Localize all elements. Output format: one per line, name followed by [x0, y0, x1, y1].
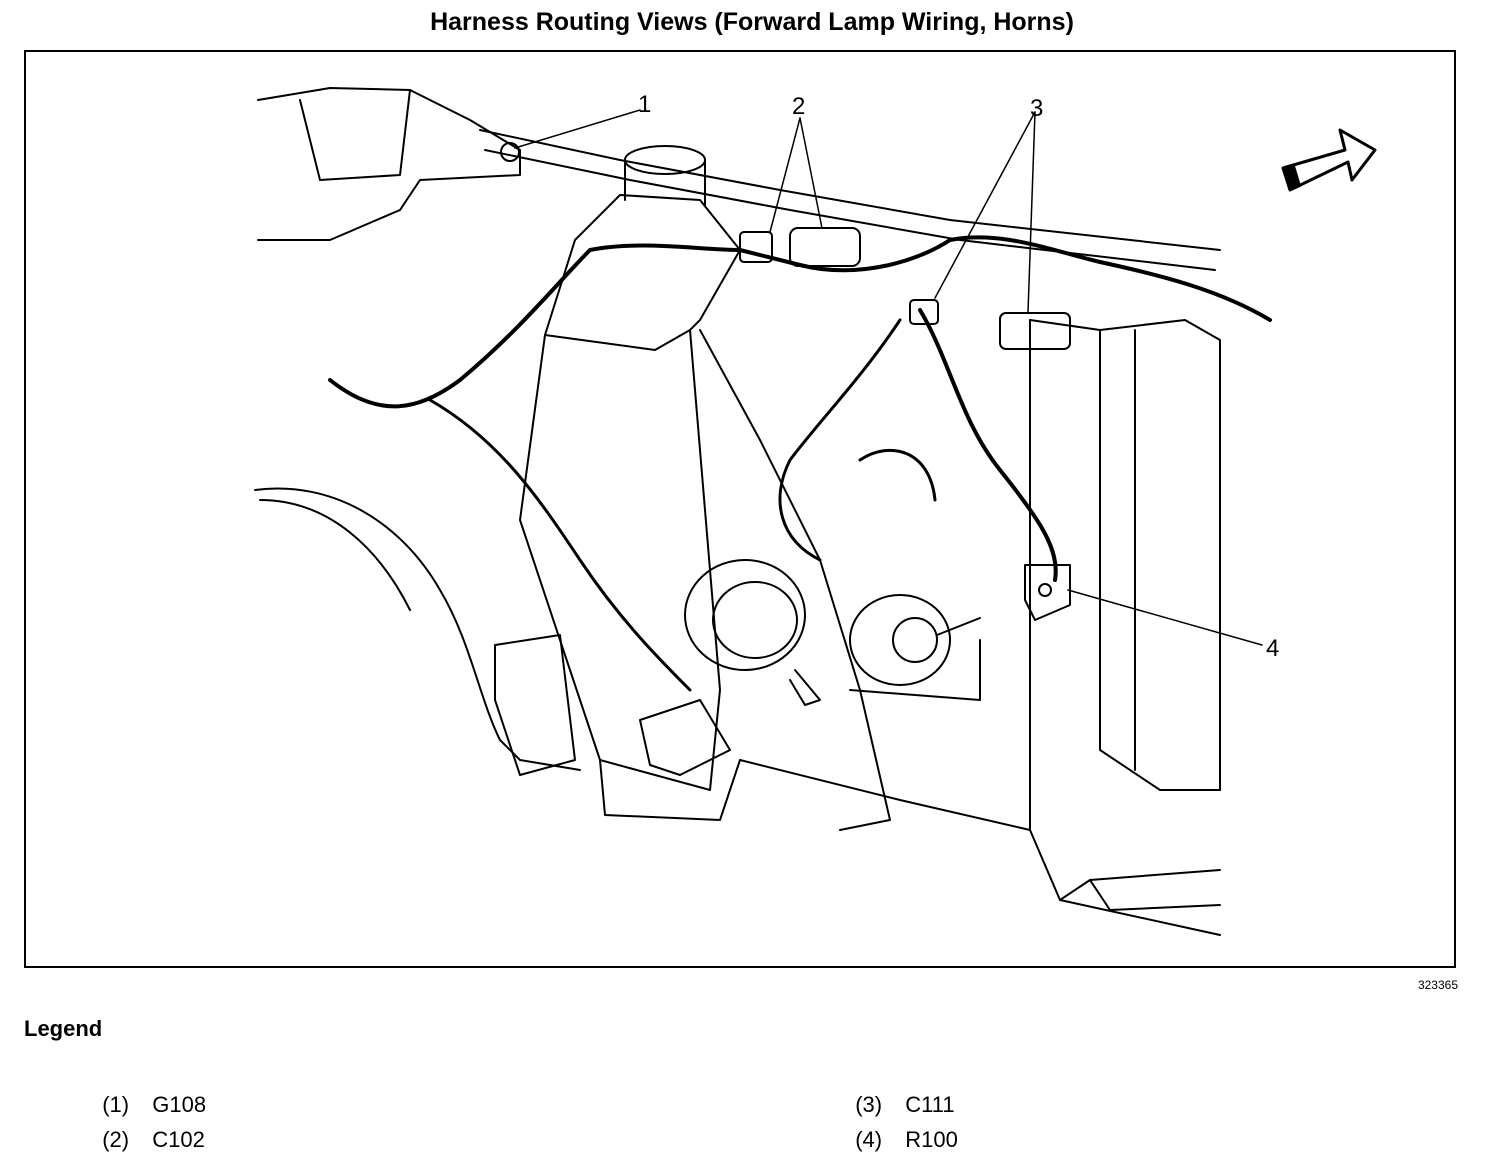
callout-1: 1 — [638, 91, 651, 118]
radiator-support-upper — [479, 129, 1221, 251]
figure-number: 323365 — [1417, 978, 1458, 992]
legend-item: (2)C102 — [90, 1101, 205, 1153]
legend-item-number: (4) — [855, 1127, 883, 1152]
ground-g108 — [500, 142, 520, 162]
callout-2: 2 — [792, 93, 805, 120]
connector-c102-b — [789, 227, 861, 267]
reservoir-cap — [624, 145, 706, 175]
wheel-arch — [254, 487, 581, 771]
page-title: Harness Routing Views (Forward Lamp Wiri… — [430, 8, 1074, 36]
connector-c102-a — [739, 231, 773, 263]
leader-4 — [1067, 589, 1263, 646]
legend-item-label: C111 — [905, 1092, 955, 1117]
legend-item-label: G108 — [152, 1092, 207, 1117]
callout-4: 4 — [1266, 635, 1279, 662]
connector-c111-b — [999, 312, 1071, 350]
legend-title: Legend — [24, 1016, 103, 1041]
connector-c111-a — [909, 299, 939, 325]
bracket-r100 — [1024, 564, 1071, 621]
lower-connector — [639, 699, 731, 776]
legend-item-number: (1) — [102, 1092, 130, 1117]
legend-item-number: (2) — [102, 1127, 130, 1152]
wiring-harness-right — [918, 308, 1058, 582]
diagram-frame — [24, 50, 1456, 968]
horn-left — [684, 559, 806, 671]
leader-2b — [799, 117, 823, 229]
horn-right — [849, 594, 951, 686]
legend-item: (3) C111 — [843, 1066, 955, 1118]
wiring-harness-lower — [428, 398, 692, 692]
washer-reservoir — [544, 194, 741, 351]
leader-3a — [934, 111, 1036, 299]
leader-3b — [1027, 111, 1036, 313]
callout-3: 3 — [1030, 95, 1043, 122]
wiring-harness-main — [328, 243, 802, 409]
leader-2a — [769, 117, 801, 233]
lamp-housing — [494, 634, 576, 776]
inner-panel — [259, 499, 411, 611]
center-support — [699, 329, 891, 831]
legend-item: (4)R100 — [843, 1101, 958, 1153]
radiator-support-right — [1029, 319, 1221, 791]
leader-1 — [514, 109, 641, 149]
fender-outline — [257, 87, 521, 241]
fender-panel — [299, 89, 411, 181]
legend-item: (1) G108 — [90, 1066, 206, 1118]
legend-item-number: (3) — [855, 1092, 883, 1117]
